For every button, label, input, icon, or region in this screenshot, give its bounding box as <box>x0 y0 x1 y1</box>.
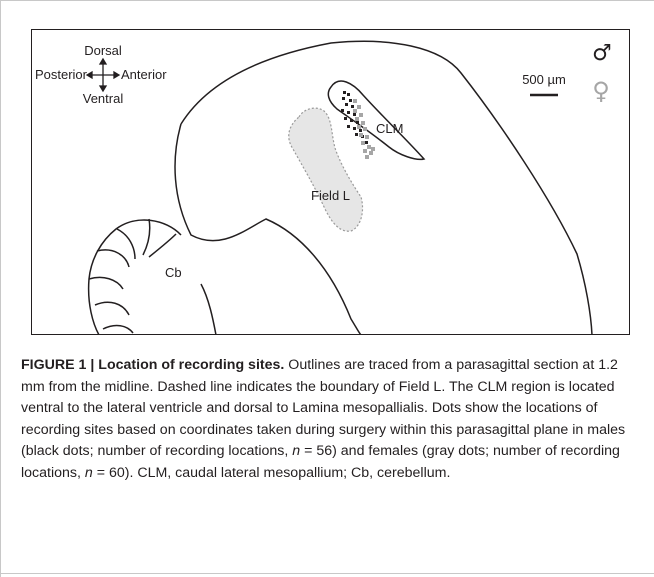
clm-label: CLM <box>376 121 403 136</box>
male-symbol-icon: ♂ <box>592 41 612 66</box>
orientation-compass: Dorsal Ventral Posterior Anterior <box>35 43 167 106</box>
page-top-border <box>0 0 654 1</box>
caption-text-part3: = 60). CLM, caudal lateral mesopallium; … <box>93 465 451 481</box>
male-recording-dots <box>341 91 368 144</box>
field-l-region <box>289 108 363 231</box>
n-symbol-females: n <box>85 465 93 481</box>
page-bottom-border <box>0 573 654 574</box>
figure-caption: FIGURE 1 | Location of recording sites. … <box>21 355 639 485</box>
cb-label: Cb <box>165 265 182 280</box>
figure-number: FIGURE 1 | <box>21 357 94 373</box>
page-left-border <box>0 0 1 577</box>
posterior-label: Posterior <box>35 67 88 82</box>
female-recording-dots <box>353 99 375 159</box>
figure-title: Location of recording sites. <box>98 357 284 373</box>
scale-bar-label: 500 µm <box>522 72 566 87</box>
compass-arrows-icon <box>87 59 119 91</box>
anterior-label: Anterior <box>121 67 167 82</box>
field-l-label: Field L <box>311 188 350 203</box>
brain-section-figure: Dorsal Ventral Posterior Anterior 500 µm… <box>31 29 630 335</box>
cerebellum-outline <box>89 219 216 335</box>
n-symbol-males: n <box>292 443 300 459</box>
dorsal-label: Dorsal <box>84 43 122 58</box>
ventral-label: Ventral <box>83 91 124 106</box>
female-symbol-icon: ♀ <box>592 77 610 105</box>
